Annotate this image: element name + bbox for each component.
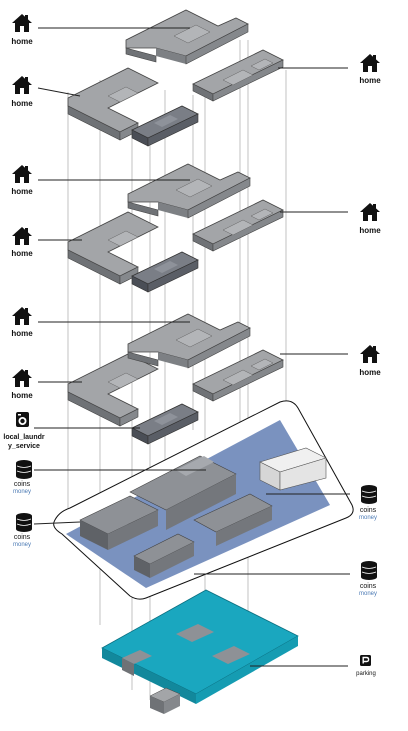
money-label: money	[12, 489, 31, 495]
home-icon	[360, 203, 380, 221]
ground-level	[53, 400, 354, 600]
laundry-label: local_laundr y_service	[3, 434, 45, 450]
home-icon	[12, 307, 32, 325]
home-label: home	[359, 76, 381, 85]
coins-icon	[360, 560, 378, 581]
parking-icon	[360, 655, 371, 666]
home-icon	[12, 165, 32, 183]
home-icon	[360, 345, 380, 363]
home-label: home	[11, 249, 33, 258]
home-label: home	[11, 329, 33, 338]
coins-label: coins	[13, 534, 31, 541]
home-label: home	[11, 391, 33, 400]
home-label: home	[11, 187, 33, 196]
coins-label: coins	[359, 583, 377, 590]
home-icon	[12, 76, 32, 94]
money-label: money	[358, 515, 377, 521]
floor-level-3	[67, 9, 284, 147]
home-icon	[360, 54, 380, 72]
money-label: money	[12, 542, 31, 548]
home-label: home	[11, 99, 33, 108]
coins-icon	[15, 459, 33, 480]
leader-lines	[33, 27, 350, 667]
parking-label: parking	[356, 671, 376, 677]
home-icon	[12, 14, 32, 32]
home-label: home	[11, 37, 33, 46]
money-label: money	[358, 591, 377, 597]
home-label: home	[359, 226, 381, 235]
home-icon	[12, 369, 32, 387]
home-icon	[12, 227, 32, 245]
coins-label: coins	[13, 481, 31, 488]
coins-icon	[360, 484, 378, 505]
coins-label: coins	[359, 507, 377, 514]
home-label: home	[359, 368, 381, 377]
laundry-icon	[16, 412, 29, 427]
parking-level	[101, 589, 299, 714]
coins-icon	[15, 512, 33, 533]
